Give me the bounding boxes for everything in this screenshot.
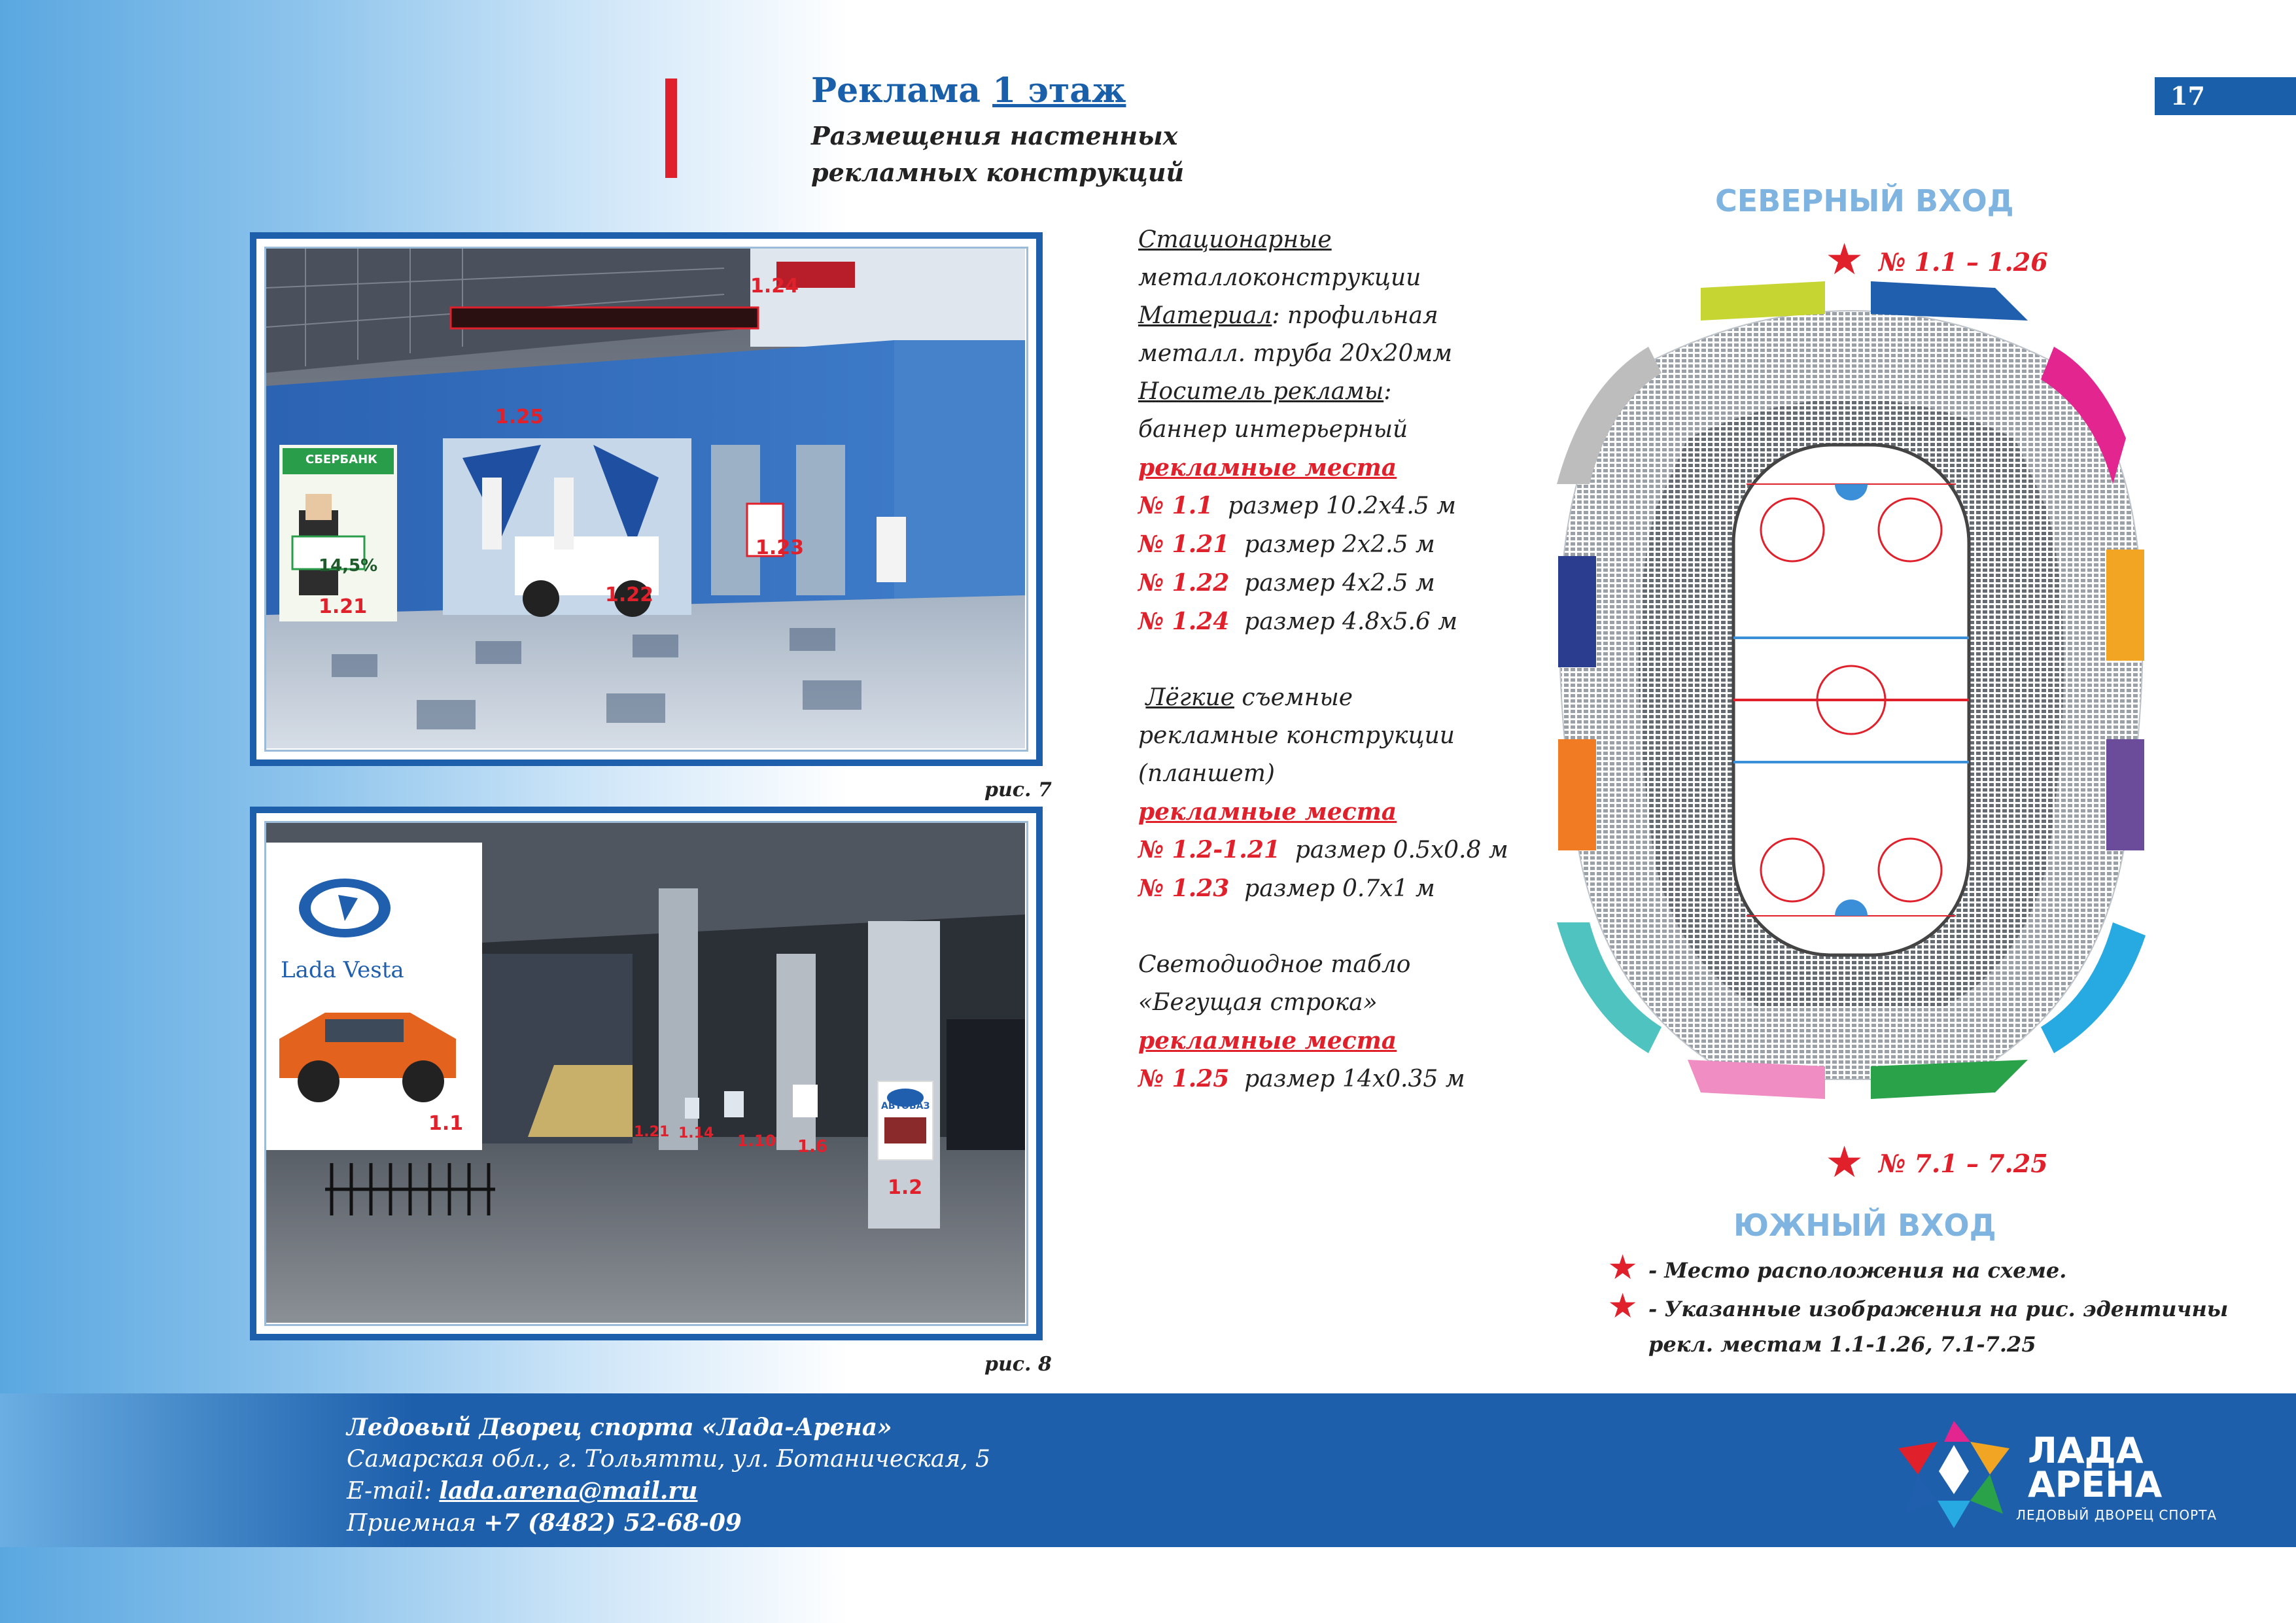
photo1-illustration: [266, 249, 1025, 748]
places-label-3: рекламные места: [1138, 1027, 1397, 1055]
footer-contacts: Ледовый Дворец спорта «Лада-Арена» Самар…: [347, 1412, 990, 1539]
material-label: Материал: [1138, 302, 1272, 329]
light-heading-2: рекламные конструкции: [1138, 722, 1455, 749]
sberbank-label: СБЕРБАНК: [305, 453, 377, 466]
legend-item: ★- Указанные изображения на рис. эдентич…: [1609, 1288, 2229, 1323]
label-1-21-lobby: 1.21: [634, 1124, 670, 1140]
star-icon: ★: [1609, 1288, 1637, 1323]
stationary-heading: Стационарные: [1138, 226, 1332, 253]
email-link[interactable]: lada.arena@mail.ru: [439, 1477, 698, 1505]
star-icon: ★: [1609, 1249, 1637, 1285]
specs-block: Стационарные металлоконструкции Материал…: [1138, 221, 1508, 1098]
led-heading: Светодиодное табло: [1138, 951, 1411, 978]
page-number: 17: [2155, 77, 2296, 115]
photo-hall-lobby-image: Lada Vesta АВТОВАЗ 1.1 1.21 1.14 1.10 1.…: [264, 821, 1028, 1326]
photo2-illustration: [266, 823, 1025, 1323]
spec-row: № 1.22 размер 4х2.5 м: [1138, 569, 1435, 597]
arena-seating-map: [1557, 281, 2146, 1099]
accent-bar: [665, 79, 677, 178]
carrier-colon: :: [1383, 378, 1392, 405]
places-label-2: рекламные места: [1138, 798, 1397, 826]
email-label: E-mail:: [347, 1478, 440, 1505]
carrier-label: Носитель рекламы: [1138, 378, 1384, 405]
spec-row: № 1.23 размер 0.7х1 м: [1138, 875, 1435, 902]
autovaz-brand: АВТОВАЗ: [881, 1101, 930, 1111]
logo-tagline: ЛЕДОВЫЙ ДВОРЕЦ СПОРТА: [2016, 1507, 2218, 1523]
logo-wordmark: ЛАДА АРЕНА: [2028, 1430, 2163, 1505]
north-range: № 1.1 – 1.26: [1879, 247, 2048, 277]
label-1-10: 1.10: [737, 1132, 776, 1150]
south-entrance-label: ЮЖНЫЙ ВХОД: [1733, 1208, 1996, 1243]
label-1-25: 1.25: [495, 406, 544, 428]
footer-name: Ледовый Дворец спорта «Лада-Арена»: [347, 1414, 892, 1441]
carrier-value: баннер интерьерный: [1138, 416, 1408, 443]
photo-hall-elevators: 1.24 1.25 1.21 1.22 1.23 СБЕРБАНК 14,5%: [250, 232, 1043, 766]
legend: ★- Место расположения на схеме. ★- Указа…: [1609, 1249, 2228, 1362]
spec-row: № 1.21 размер 2х2.5 м: [1138, 531, 1435, 558]
light-heading-3: (планшет): [1138, 760, 1275, 787]
label-1-24: 1.24: [750, 275, 799, 298]
legend-item: рекл. местам 1.1-1.26, 7.1-7.25: [1648, 1332, 2036, 1357]
footer: Ледовый Дворец спорта «Лада-Арена» Самар…: [0, 1393, 2296, 1547]
rate-label: 14,5%: [319, 556, 378, 576]
spec-row: № 1.24 размер 4.8х5.6 м: [1138, 608, 1458, 635]
material-value: : профильная: [1272, 302, 1438, 329]
lada-arena-logo-icon: [1898, 1421, 2009, 1528]
material-value-2: металл. труба 20х20мм: [1138, 340, 1453, 367]
photo-hall-elevators-image: 1.24 1.25 1.21 1.22 1.23 СБЕРБАНК 14,5%: [264, 247, 1028, 752]
page-subtitle: Размещения настенных рекламных конструкц…: [811, 121, 1185, 187]
spec-row: № 1.25 размер 14х0.35 м: [1138, 1065, 1465, 1092]
phone-label: Приемная: [347, 1510, 484, 1537]
lada-vesta-brand: Lada Vesta: [281, 957, 404, 983]
footer-address: Самарская обл., г. Тольятти, ул. Ботанич…: [347, 1446, 990, 1473]
spec-row: № 1.2-1.21 размер 0.5х0.8 м: [1138, 836, 1508, 864]
page-title: Реклама 1 этаж: [811, 71, 1126, 111]
label-1-1: 1.1: [428, 1112, 464, 1135]
led-heading-2: «Бегущая строка»: [1138, 989, 1378, 1016]
stationary-heading-2: металлоконструкции: [1138, 264, 1421, 291]
north-entrance-label: СЕВЕРНЫЙ ВХОД: [1715, 183, 2014, 218]
label-1-14: 1.14: [678, 1125, 714, 1142]
light-heading: Лёгкие съемные: [1145, 684, 1353, 711]
phone-number: +7 (8482) 52-68-09: [483, 1509, 742, 1537]
south-star-icon: ★: [1825, 1137, 1864, 1187]
label-1-23: 1.23: [756, 536, 805, 559]
spec-row: № 1.1 размер 10.2х4.5 м: [1138, 492, 1456, 519]
south-range: № 7.1 – 7.25: [1879, 1149, 2048, 1178]
label-1-21: 1.21: [319, 595, 368, 618]
places-label-1: рекламные места: [1138, 454, 1397, 481]
label-1-22: 1.22: [605, 584, 654, 606]
label-1-2: 1.2: [888, 1176, 923, 1199]
photo-hall-lobby: Lada Vesta АВТОВАЗ 1.1 1.21 1.14 1.10 1.…: [250, 807, 1043, 1340]
north-star-icon: ★: [1825, 234, 1864, 285]
caption-fig8: рис. 8: [984, 1353, 1052, 1376]
legend-item: ★- Место расположения на схеме.: [1609, 1249, 2067, 1285]
caption-fig7: рис. 7: [984, 778, 1052, 801]
label-1-6: 1.6: [797, 1137, 828, 1157]
